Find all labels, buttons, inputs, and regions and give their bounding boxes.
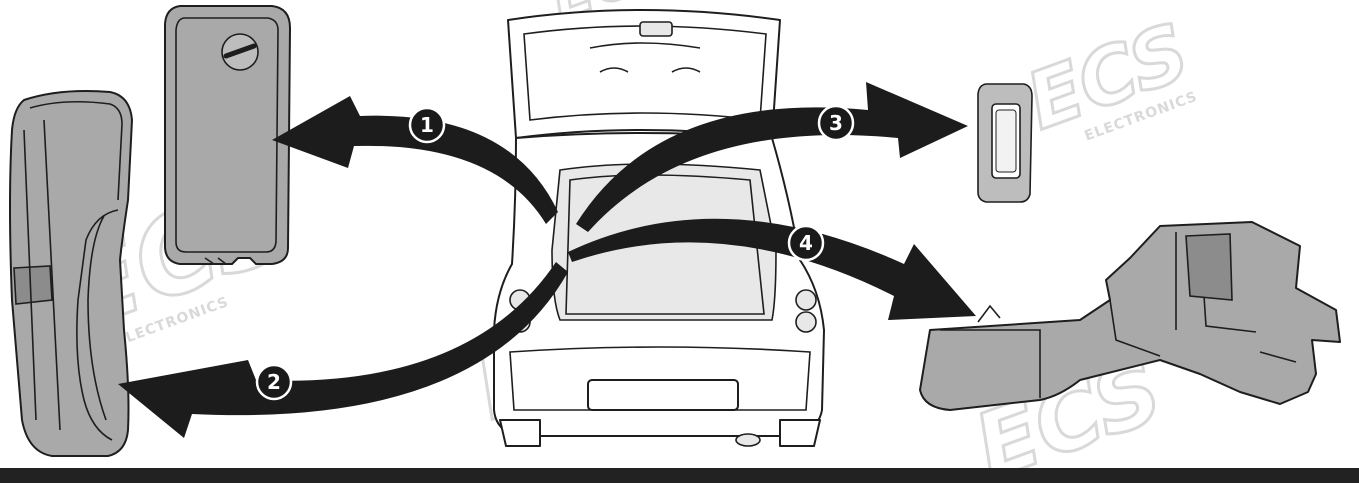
part-2-side-trim bbox=[10, 91, 132, 456]
step-number-1: 1 bbox=[420, 113, 434, 137]
step-badge-3: 3 bbox=[819, 106, 853, 140]
watermark-top-right: ECS ELECTRONICS bbox=[1016, 7, 1205, 158]
part-1-cover-panel bbox=[165, 6, 290, 264]
step-number-3: 3 bbox=[829, 111, 843, 135]
footer-bar bbox=[0, 468, 1359, 483]
step-badge-4: 4 bbox=[789, 226, 823, 260]
part-3-trim-cover bbox=[978, 84, 1032, 202]
step-number-4: 4 bbox=[799, 231, 813, 255]
step-number-2: 2 bbox=[267, 370, 281, 394]
step-badge-2: 2 bbox=[257, 365, 291, 399]
step-badge-1: 1 bbox=[410, 108, 444, 142]
